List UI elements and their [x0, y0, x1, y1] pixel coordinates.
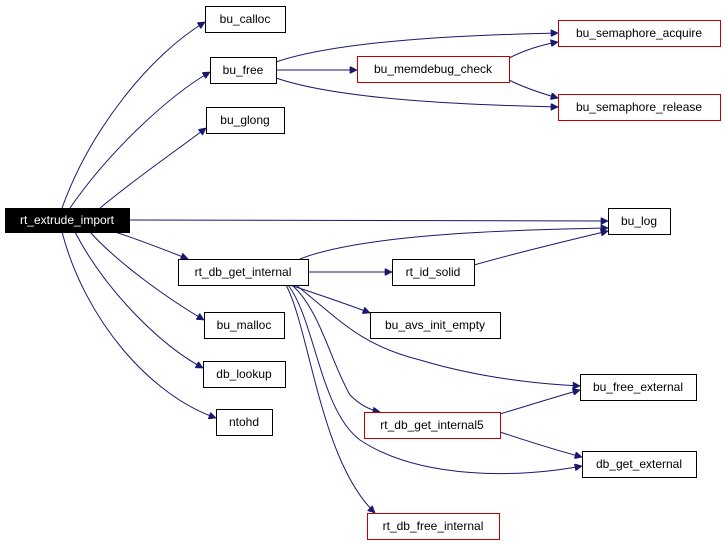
node-bu_memdebug_check[interactable]: bu_memdebug_check: [357, 56, 510, 83]
node-ntohd[interactable]: ntohd: [216, 409, 273, 436]
node-box[interactable]: [367, 513, 500, 540]
edge-bu_memdebug_check-to-bu_semaphore_acquire: [508, 42, 558, 59]
node-db_get_external[interactable]: db_get_external: [582, 451, 697, 478]
node-bu_free[interactable]: bu_free: [210, 57, 277, 84]
node-label: rt_db_free_internal: [383, 519, 484, 533]
edge-rt_extrude_import-to-rt_db_get_internal: [114, 231, 188, 259]
node-label: rt_extrude_import: [20, 213, 115, 227]
node-box[interactable]: [357, 56, 510, 83]
node-rt_extrude_import[interactable]: rt_extrude_import: [5, 208, 130, 233]
node-box[interactable]: [580, 374, 697, 401]
edge-rt_extrude_import-to-bu_glong: [99, 128, 206, 209]
node-box[interactable]: [204, 312, 285, 339]
node-label: bu_log: [621, 214, 657, 228]
node-box[interactable]: [558, 20, 721, 47]
edge-rt_db_get_internal-to-rt_db_free_internal: [285, 284, 375, 513]
node-bu_calloc[interactable]: bu_calloc: [205, 6, 286, 33]
node-bu_semaphore_acquire[interactable]: bu_semaphore_acquire: [558, 20, 721, 47]
node-box[interactable]: [178, 259, 309, 286]
edge-rt_id_solid-to-bu_log: [473, 231, 608, 266]
edge-bu_memdebug_check-to-bu_semaphore_release: [508, 79, 558, 98]
node-label: bu_calloc: [220, 12, 271, 26]
edge-bu_free-to-bu_semaphore_release: [275, 77, 558, 107]
node-label: bu_free_external: [593, 380, 683, 394]
edge-rt_extrude_import-to-bu_log: [128, 220, 608, 221]
edge-rt_extrude_import-to-bu_malloc: [89, 231, 204, 321]
edge-rt_extrude_import-to-ntohd: [61, 231, 216, 418]
node-bu_avs_init_empty[interactable]: bu_avs_init_empty: [370, 312, 501, 339]
node-box[interactable]: [364, 412, 501, 439]
edges-layer: [61, 21, 608, 513]
node-label: db_get_external: [596, 457, 682, 471]
node-bu_semaphore_release[interactable]: bu_semaphore_release: [558, 94, 721, 121]
node-box[interactable]: [392, 259, 475, 286]
edge-rt_db_get_internal-to-db_get_external: [287, 284, 582, 475]
node-box[interactable]: [206, 107, 285, 134]
node-rt_db_free_internal[interactable]: rt_db_free_internal: [367, 513, 500, 540]
node-box[interactable]: [205, 6, 286, 33]
edge-bu_free-to-bu_semaphore_acquire: [275, 33, 558, 63]
node-label: bu_malloc: [217, 318, 272, 332]
node-box[interactable]: [582, 451, 697, 478]
node-bu_free_external[interactable]: bu_free_external: [580, 374, 697, 401]
node-box[interactable]: [5, 208, 130, 233]
node-box[interactable]: [210, 57, 277, 84]
node-label: ntohd: [229, 415, 259, 429]
node-label: bu_free: [223, 63, 264, 77]
node-bu_log[interactable]: bu_log: [608, 208, 671, 235]
node-label: rt_db_get_internal5: [380, 418, 484, 432]
edge-rt_extrude_import-to-bu_calloc: [61, 21, 205, 209]
node-box[interactable]: [203, 361, 286, 388]
node-box[interactable]: [608, 208, 671, 235]
node-box[interactable]: [370, 312, 501, 339]
edge-rt_db_get_internal-to-rt_db_get_internal5: [291, 284, 380, 412]
node-label: bu_semaphore_acquire: [576, 26, 702, 40]
edge-rt_db_get_internal-to-bu_free_external: [295, 284, 580, 386]
node-box[interactable]: [216, 409, 273, 436]
edge-rt_db_get_internal5-to-bu_free_external: [499, 390, 580, 415]
node-label: bu_memdebug_check: [374, 62, 493, 76]
node-box[interactable]: [558, 94, 721, 121]
node-rt_id_solid[interactable]: rt_id_solid: [392, 259, 475, 286]
node-label: bu_avs_init_empty: [385, 318, 485, 332]
edge-rt_db_get_internal5-to-db_get_external: [499, 431, 582, 457]
node-db_lookup[interactable]: db_lookup: [203, 361, 286, 388]
node-label: rt_id_solid: [406, 265, 461, 279]
nodes-layer: rt_extrude_import bu_calloc bu_free bu_glon…: [5, 6, 721, 540]
node-label: bu_semaphore_release: [576, 100, 702, 114]
node-rt_db_get_internal5[interactable]: rt_db_get_internal5: [364, 412, 501, 439]
node-bu_malloc[interactable]: bu_malloc: [204, 312, 285, 339]
node-label: db_lookup: [216, 367, 272, 381]
edge-rt_extrude_import-to-db_lookup: [74, 231, 203, 369]
node-rt_db_get_internal[interactable]: rt_db_get_internal: [178, 259, 309, 286]
edge-rt_extrude_import-to-bu_free: [69, 71, 210, 209]
node-label: bu_glong: [220, 113, 269, 127]
node-label: rt_db_get_internal: [195, 265, 292, 279]
edge-rt_db_get_internal-to-bu_log: [299, 228, 608, 260]
node-bu_glong[interactable]: bu_glong: [206, 107, 285, 134]
